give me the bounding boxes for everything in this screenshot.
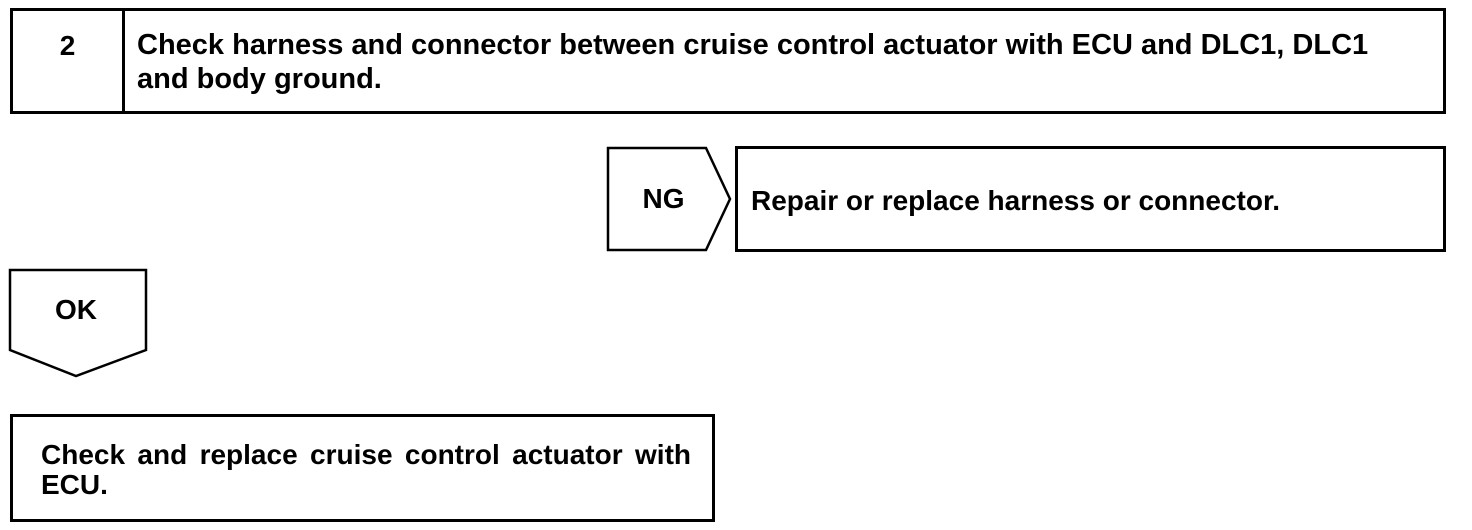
step-box: 2 Check harness and connector between cr… [10,8,1446,114]
ng-result-text: Repair or replace harness or connector. [751,185,1281,216]
step-number: 2 [13,11,125,111]
ng-arrow-shape [606,146,732,252]
ng-label: NG [642,183,685,214]
ok-label: OK [55,294,97,325]
ok-result-text: Check and replace cruise control actuato… [41,439,691,500]
step-title: Check harness and connector between crui… [137,29,1369,95]
ok-result-box: Check and replace cruise control actuato… [10,414,715,522]
ok-arrow-shape [8,268,148,378]
ng-result-box: Repair or replace harness or connector. [735,146,1446,252]
